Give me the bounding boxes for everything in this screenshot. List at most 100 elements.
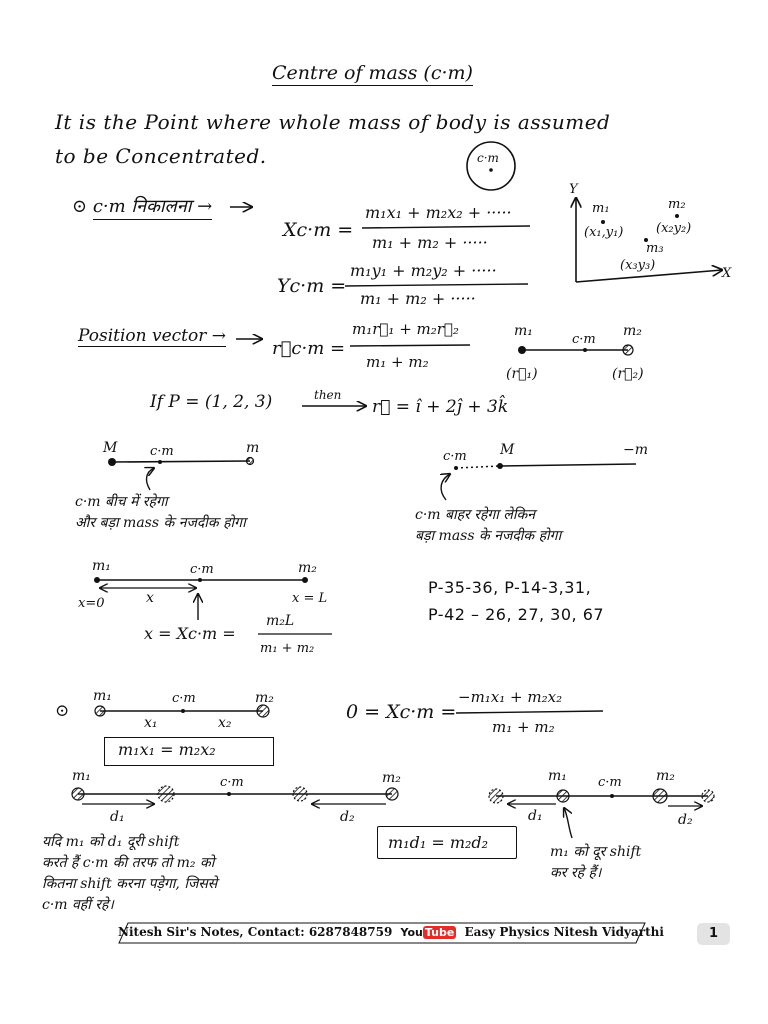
xdiag-start-label: x=0 (78, 596, 105, 611)
example-text: If P = (1, 2, 3) (150, 392, 273, 412)
shift-right-diagram: m₁ c·m m₂ d₁ d₂ (488, 768, 715, 839)
circle-cm-label: c·m (477, 151, 499, 165)
shift-note-line-1: यदि m₁ को d₁ दूरी shift (42, 834, 180, 850)
shift2-d1-label: d₁ (528, 808, 543, 824)
origin-formula-denominator: m₁ + m₂ (492, 718, 555, 736)
shift-right-note: m₁ को दूर shift कर रहे हैं। (550, 842, 641, 884)
origin-formula-lhs: 0 = Xc·m = (346, 701, 456, 723)
pv-mass-2 (622, 344, 634, 356)
origin-mid-label: c·m (172, 691, 196, 706)
shift-note-line-4: c·m वहीं रहे। (42, 897, 114, 913)
example-result: r⃗ = î + 2ĵ + 3k̂ (372, 395, 508, 417)
inside-mass-big (108, 458, 116, 466)
formula-x-numerator: m₁x₁ + m₂x₂ + ····· (365, 203, 512, 222)
point-2-name: m₂ (668, 197, 686, 212)
x-axis-label: X (721, 266, 732, 281)
formula-r-lhs: r⃗c·m = (272, 338, 345, 359)
xdiag-mass-1 (94, 577, 100, 583)
position-vector-label: Position vector → (78, 326, 227, 347)
outside-mass-big (497, 463, 503, 469)
pv-left-label: m₁ (514, 323, 533, 339)
inside-right-label: m (246, 440, 259, 456)
formula-r-numerator: m₁r⃗₁ + m₂r⃗₂ (352, 320, 459, 338)
shift-mass-1 (71, 787, 85, 801)
shift2-mid-label: c·m (598, 775, 622, 790)
formula-x-lhs: Xc·m = (281, 219, 353, 241)
point-3-dot (644, 238, 648, 242)
pv-cm-dot (583, 348, 587, 352)
shift2-d2-label: d₂ (678, 812, 693, 828)
cm-inside-diagram: M c·m m (102, 440, 259, 491)
formula-x-denominator: m₁ + m₂ + ····· (372, 233, 488, 252)
page-title: Centre of mass (c·m) (272, 62, 473, 86)
page-footer: Nitesh Sir's Notes, Contact: 6287848759 … (118, 922, 664, 944)
origin-cm-diagram: ⊙ m₁ c·m m₂ x₁ x₂ 0 = Xc·m = −m₁x₁ + m₂x… (55, 688, 604, 736)
cm-outside-diagram: c·m M −m (441, 442, 648, 501)
footer-banner (118, 922, 646, 944)
page-number: 1 (697, 923, 730, 945)
shift-note-line-3: कितना shift करना पड़ेगा, जिससे (42, 876, 218, 892)
xdiag-formula-lhs: x = Xc·m = (144, 624, 236, 643)
shift-mass-2 (385, 787, 399, 801)
outside-cm-label: c·m (443, 449, 467, 464)
shift2-left-label: m₁ (548, 768, 567, 784)
fraction-bar (349, 344, 471, 347)
inside-cm-dot (158, 460, 162, 464)
origin-cm-dot (181, 709, 185, 713)
point-1-coords: (x₁,y₁) (584, 225, 623, 240)
shift-note: यदि m₁ को d₁ दूरी shift करते हैं c·m की … (42, 832, 217, 916)
shift2-right-label: m₂ (656, 768, 675, 784)
cm-circle-diagram: c·m (466, 141, 516, 191)
pv-left-vector: (r⃗₁) (506, 366, 538, 382)
references-line-2: P-42 – 26, 27, 30, 67 (428, 605, 605, 624)
origin-formula-numerator: −m₁x₁ + m₂x₂ (458, 688, 562, 706)
shift-right-note-line-2: कर रहे हैं। (550, 865, 602, 881)
shift-right-note-line-1: m₁ को दूर shift (550, 844, 642, 860)
shift2-pointer-arrow (564, 808, 573, 839)
shift-mid-label: c·m (220, 775, 244, 790)
shift-d2-label: d₂ (340, 809, 355, 825)
shift2-mass-2-new (701, 789, 715, 803)
youtube-you: You (400, 925, 423, 939)
xdiag-formula-denominator: m₁ + m₂ (260, 641, 314, 656)
axes-sketch: Y X m₁ (x₁,y₁) m₂ (x₂y₂) m₃ (x₃y₃) (569, 182, 732, 283)
boxed-equation-d-text: m₁d₁ = m₂d₂ (388, 833, 489, 852)
boxed-equation-x (104, 737, 274, 766)
origin-left-label: m₁ (93, 688, 112, 704)
bullet-icon: ⊙ (55, 701, 69, 721)
xdiag-cm-dot (198, 578, 202, 582)
bullet-icon: ⊙ (72, 196, 88, 217)
shift-mass-2-new (292, 786, 308, 802)
x-axis-line (575, 270, 722, 283)
point-3-name: m₃ (646, 241, 664, 256)
xdiag-mass-2 (302, 577, 308, 583)
point-1-name: m₁ (592, 201, 610, 216)
fraction-bar (455, 710, 604, 714)
references-line-1: P-35-36, P-14-3,31, (428, 578, 592, 597)
page-references: P-35-36, P-14-3,31, P-42 – 26, 27, 30, 6… (428, 574, 604, 628)
boxed-equation-x-text: m₁x₁ = m₂x₂ (118, 740, 216, 759)
origin-mass-1 (94, 705, 106, 717)
footer-contact: Nitesh Sir's Notes, Contact: 6287848759 (118, 925, 393, 939)
inside-pointer-arrow (147, 468, 154, 491)
footer-channel: Easy Physics Nitesh Vidyarthi (464, 925, 664, 939)
shift-cm-dot (227, 792, 231, 796)
section-find-cm-label: c·m निकालना → (92, 196, 213, 220)
outside-note-line-1: c·m बाहर रहेगा लेकिन (415, 507, 536, 523)
xdiag-left-label: m₁ (92, 558, 111, 574)
inside-mass-small (245, 456, 255, 466)
point-1-dot (601, 220, 605, 224)
xdiag-mid-label: c·m (190, 562, 214, 577)
boxed-equation-d (377, 826, 517, 859)
xdiag-end-label: x = L (292, 591, 327, 606)
outside-note-line-2: बड़ा mass के नजदीक होगा (415, 528, 562, 544)
outside-pointer-arrow (441, 474, 450, 501)
formula-y-denominator: m₁ + m₂ + ····· (360, 289, 476, 308)
inside-note: c·m बीच में रहेगा और बड़ा mass के नजदीक … (75, 492, 246, 534)
body-circle (466, 141, 516, 191)
inside-note-line-1: c·m बीच में रहेगा (75, 494, 168, 510)
inside-left-label: M (102, 440, 118, 456)
xdiag-formula-numerator: m₂L (266, 613, 294, 629)
